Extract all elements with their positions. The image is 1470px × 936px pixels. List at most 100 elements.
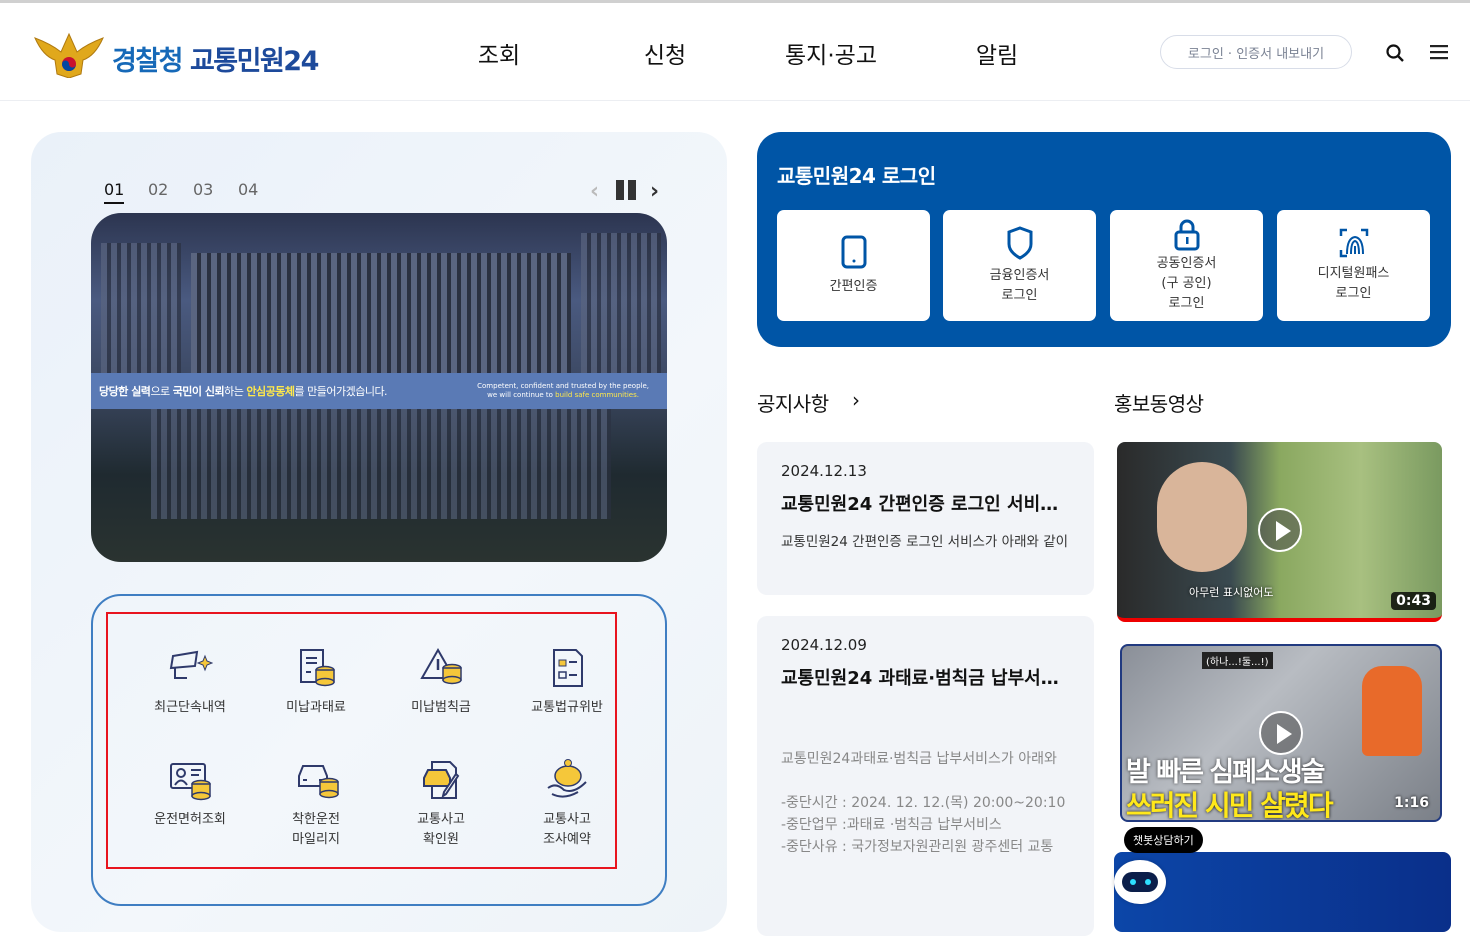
login-option-label: 공동인증서 (구 공인) 로그인 [1156, 255, 1217, 311]
notice-body-line: -중단시간 : 2024. 12. 12.(목) 20:00~20:10 [781, 795, 1066, 811]
chatbot-banner[interactable] [1114, 852, 1451, 932]
piggy-bank-hand-icon [547, 759, 587, 798]
slide-tab-04[interactable]: 04 [238, 180, 259, 199]
quick-menu-item[interactable]: 최근단속내역 [127, 646, 253, 718]
id-card-coins-icon [170, 763, 211, 801]
notice-body: 교통민원24 간편인증 로그인 서비스가 아래와 같이 [781, 534, 1069, 550]
video-figure [1157, 462, 1247, 572]
search-icon[interactable] [1385, 43, 1405, 63]
notice-item[interactable]: 2024.12.09 교통민원24 과태료·범칙금 납부서비스 중단 안내 교통… [757, 616, 1094, 936]
quick-menu-item[interactable]: 교통사고 조사예약 [504, 758, 630, 850]
shield-icon [1007, 225, 1032, 260]
video-duration: 1:16 [1394, 795, 1429, 811]
notice-body-line: -중단사유 : 국가정보자원관리원 광주센터 교통 [781, 839, 1054, 855]
slide-tab-01[interactable]: 01 [104, 180, 125, 204]
simple-auth-login-button[interactable]: 간편인증 [777, 210, 930, 321]
slogan-part: 를 만들어가겠습니다. [294, 385, 388, 398]
slogan-en-line1: Competent, confident and trusted by the … [477, 382, 649, 390]
header: 경찰청 교통민원24 조회 신청 통지·공고 알림 로그인 · 인증서 내보내기 [0, 3, 1470, 101]
quick-menu-item[interactable]: 교통법규위반 [504, 646, 630, 718]
play-icon[interactable] [1259, 711, 1303, 755]
slogan-en-line2: we will continue to [487, 391, 556, 399]
videos-title: 홍보동영상 [1114, 392, 1204, 416]
video-figure [1362, 666, 1422, 756]
banner-slogan-korean: 당당한 실력으로 국민이 신뢰하는 안심공동체를 만들어가겠습니다. [99, 383, 388, 399]
video-caption: 아무런 표시없어도 [1189, 586, 1274, 599]
notice-item[interactable]: 2024.12.13 교통민원24 간편인증 로그인 서비스 안내 교통민원24… [757, 442, 1094, 595]
quick-menu-panel [91, 594, 667, 906]
site-logo[interactable]: 경찰청 교통민원24 [112, 39, 319, 78]
logo-text-agency: 경찰청 [112, 46, 184, 77]
login-option-label: 디지털원패스 로그인 [1317, 265, 1390, 301]
lock-icon [1174, 219, 1199, 250]
quick-menu-label: 미납범칙금 [411, 700, 471, 715]
notice-body-line [781, 770, 1070, 792]
nav-application[interactable]: 신청 [643, 43, 687, 69]
police-emblem-icon[interactable] [33, 30, 105, 78]
video-thumbnail[interactable]: (하나...!둘...!) 발 빠른 심폐소생술 쓰러진 시민 살렸다 1:16 [1120, 644, 1442, 822]
chatbot-robot-icon[interactable] [1114, 860, 1166, 904]
quick-menu-item[interactable]: 운전면허조회 [127, 758, 253, 830]
phone-icon [841, 235, 866, 268]
checklist-icon [553, 649, 583, 687]
car-document-pen-icon [423, 761, 460, 799]
pause-icon[interactable] [616, 180, 638, 200]
video-headline: 발 빠른 심폐소생술 [1126, 757, 1326, 788]
hamburger-menu-icon[interactable] [1430, 44, 1448, 60]
login-certificate-export-button[interactable]: 로그인 · 인증서 내보내기 [1160, 35, 1352, 69]
chevron-right-icon[interactable]: › [852, 388, 860, 412]
video-caption: (하나...!둘...!) [1202, 652, 1273, 669]
nav-alerts[interactable]: 알림 [975, 43, 1019, 69]
joint-certificate-login-button[interactable]: 공동인증서 (구 공인) 로그인 [1110, 210, 1263, 321]
quick-menu-label: 최근단속내역 [154, 700, 226, 715]
slogan-part: 당당한 실력 [99, 385, 151, 398]
slide-tab-02[interactable]: 02 [148, 180, 169, 199]
car-coins-icon [298, 765, 339, 799]
video-duration: 0:43 [1391, 592, 1436, 610]
chevron-left-icon[interactable]: ‹ [590, 179, 600, 204]
notice-title: 교통민원24 간편인증 로그인 서비스 안내 [781, 494, 1070, 515]
nav-inquiry[interactable]: 조회 [477, 43, 521, 69]
chevron-right-icon[interactable]: › [650, 179, 660, 204]
financial-certificate-login-button[interactable]: 금융인증서 로그인 [943, 210, 1096, 321]
login-title: 교통민원24 로그인 [777, 164, 936, 188]
logo-text-service: 교통민원24 [189, 46, 319, 77]
quick-menu-item[interactable]: 미납과태료 [253, 646, 379, 718]
quick-menu-label: 착한운전 마일리지 [292, 812, 340, 847]
banner-slide-image[interactable]: 당당한 실력으로 국민이 신뢰하는 안심공동체를 만들어가겠습니다. Compe… [91, 213, 667, 562]
quick-menu-item[interactable]: 미납범칙금 [378, 646, 504, 718]
slide-tab-03[interactable]: 03 [193, 180, 214, 199]
banner-slogan: 당당한 실력으로 국민이 신뢰하는 안심공동체를 만들어가겠습니다. Compe… [91, 373, 667, 409]
quick-menu-item[interactable]: 착한운전 마일리지 [253, 758, 379, 850]
notice-title: 교통민원24 과태료·범칙금 납부서비스 중단 안내 [781, 668, 1070, 689]
notice-body-line: -중단업무 :과태료 ·범칙금 납부서비스 [781, 817, 1002, 833]
quick-menu-label: 교통사고 조사예약 [543, 812, 591, 847]
slogan-part: 으로 [150, 385, 173, 398]
notices-title[interactable]: 공지사항 [757, 392, 829, 416]
slogan-highlight: 안심공동체 [246, 385, 295, 398]
chatbot-tooltip[interactable]: 챗봇상담하기 [1124, 827, 1203, 853]
quick-menu-label: 운전면허조회 [154, 812, 226, 827]
slogan-part: 하는 [224, 385, 247, 398]
video-headline: 쓰러진 시민 살렸다 [1126, 789, 1334, 822]
login-option-label: 간편인증 [829, 278, 878, 294]
play-icon[interactable] [1257, 508, 1302, 552]
quick-menu-label: 교통법규위반 [531, 700, 603, 715]
nav-notice[interactable]: 통지·공고 [785, 43, 877, 69]
warning-coins-icon [420, 647, 462, 685]
login-option-label: 금융인증서 로그인 [989, 267, 1050, 303]
top-border [0, 0, 1470, 3]
highlight-box [106, 612, 617, 869]
slogan-part: 국민이 신뢰 [172, 385, 225, 398]
digital-onepass-login-button[interactable]: 디지털원패스 로그인 [1277, 210, 1430, 321]
video-thumbnail[interactable]: 아무런 표시없어도 0:43 [1117, 442, 1442, 622]
quick-menu-label: 교통사고 확인원 [417, 812, 465, 847]
camera-icon [169, 650, 213, 679]
banner-slogan-english: Competent, confident and trusted by the … [477, 382, 649, 400]
fingerprint-icon [1339, 228, 1368, 257]
quick-menu-item[interactable]: 교통사고 확인원 [378, 758, 504, 850]
notice-body-line: 교통민원24과태료·범칙금 납부서비스가 아래와 [781, 751, 1057, 767]
login-panel: 교통민원24 로그인 간편인증 금융인증서 로그인 공동인증서 (구 공인) 로… [757, 132, 1451, 347]
receipt-coins-icon [300, 649, 335, 687]
notice-date: 2024.12.09 [781, 636, 867, 654]
